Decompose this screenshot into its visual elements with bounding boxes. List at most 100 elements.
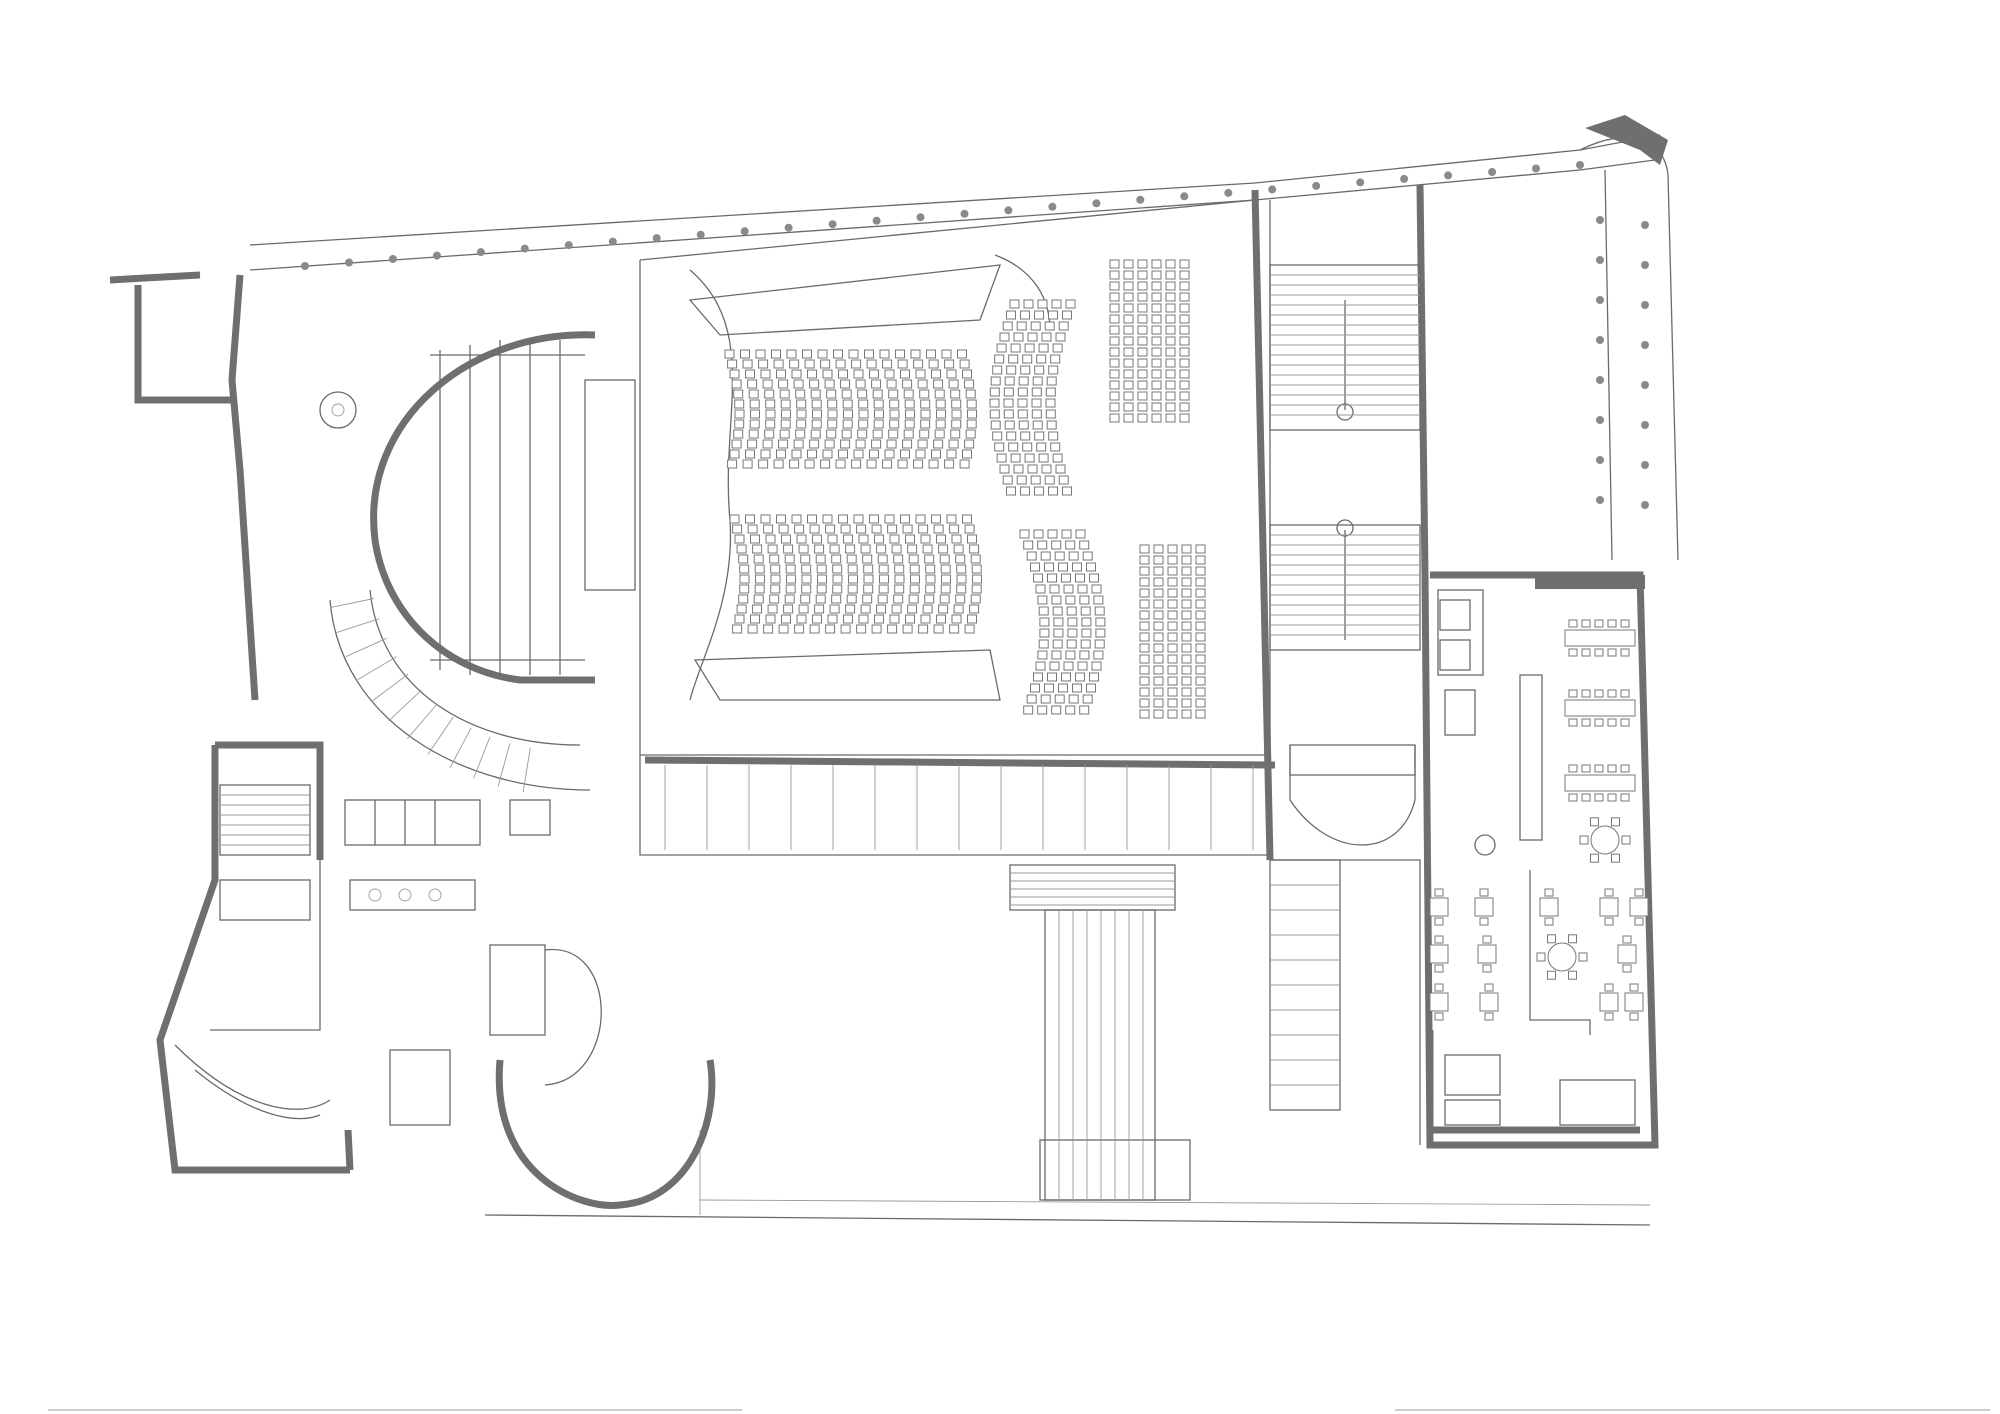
seat — [1151, 402, 1162, 412]
seat — [758, 459, 769, 469]
seat — [1017, 409, 1028, 419]
seat — [878, 564, 889, 574]
seat — [724, 349, 735, 359]
seat — [807, 449, 817, 459]
seat — [872, 389, 883, 399]
chair — [1484, 983, 1494, 992]
chair — [1568, 793, 1578, 802]
stair-tread — [473, 736, 491, 779]
chair — [1482, 935, 1492, 944]
seat — [1167, 544, 1178, 554]
seat — [1010, 453, 1021, 463]
seat — [1030, 475, 1041, 485]
seat — [966, 419, 977, 429]
seat — [1165, 369, 1176, 379]
seat — [959, 359, 970, 369]
stage — [370, 331, 636, 684]
seat — [1109, 369, 1120, 379]
seat — [990, 376, 1001, 386]
seat — [769, 554, 780, 564]
seat — [1082, 551, 1093, 561]
seat — [992, 431, 1003, 441]
seat — [1153, 687, 1164, 697]
seat — [908, 594, 919, 604]
seat — [1153, 588, 1164, 598]
seat — [776, 449, 786, 459]
seat — [764, 389, 775, 399]
seat — [822, 449, 833, 459]
seat — [917, 439, 928, 449]
seat — [1003, 387, 1014, 397]
seat — [807, 369, 817, 379]
seat — [1181, 610, 1192, 620]
chair — [1536, 952, 1546, 962]
chair — [1581, 648, 1591, 657]
seat — [1181, 676, 1192, 686]
seat — [832, 584, 843, 594]
seat — [894, 574, 905, 584]
seat — [886, 439, 897, 449]
seat — [965, 389, 976, 399]
seat — [1151, 325, 1162, 335]
seat — [846, 554, 857, 564]
seat — [747, 624, 758, 634]
chair — [1434, 935, 1444, 944]
seat — [1123, 413, 1134, 423]
seat — [1032, 420, 1043, 430]
seat — [1153, 544, 1164, 554]
seat — [1195, 555, 1206, 565]
seat — [1139, 566, 1150, 576]
seat — [1030, 683, 1040, 693]
cafe-table — [1539, 897, 1559, 917]
seat — [1044, 475, 1055, 485]
seat — [1024, 343, 1035, 353]
seat — [1094, 606, 1105, 616]
seat — [1167, 610, 1178, 620]
chair — [1620, 619, 1630, 628]
seat — [739, 584, 750, 594]
seat — [800, 594, 811, 604]
seat — [1006, 365, 1017, 375]
seat — [1048, 365, 1059, 375]
seat — [903, 429, 914, 439]
seat — [944, 359, 955, 369]
seat — [1009, 299, 1020, 309]
seat — [1137, 347, 1148, 357]
seat — [902, 379, 913, 389]
seat — [1123, 369, 1134, 379]
seat — [1137, 303, 1148, 313]
column — [1596, 336, 1604, 344]
seat — [1167, 643, 1178, 653]
seat — [848, 349, 859, 359]
seat — [1058, 562, 1068, 572]
chair — [1479, 917, 1489, 926]
seat — [1023, 540, 1034, 550]
seat — [915, 514, 926, 524]
seat — [734, 399, 745, 409]
seat — [933, 524, 944, 534]
seat — [994, 354, 1005, 364]
seat — [1195, 599, 1206, 609]
seat — [783, 544, 794, 554]
seat — [956, 574, 967, 584]
seat — [858, 419, 869, 429]
seat — [900, 369, 910, 379]
seat — [1026, 694, 1037, 704]
seat — [760, 369, 771, 379]
seat — [1139, 544, 1150, 554]
seat — [1095, 617, 1106, 627]
seat — [933, 624, 944, 634]
seat — [940, 584, 951, 594]
seat — [829, 604, 840, 614]
seat — [1013, 332, 1024, 342]
seat — [887, 624, 898, 634]
seat — [1037, 299, 1048, 309]
seat — [959, 459, 970, 469]
seat — [791, 449, 802, 459]
seat — [1123, 292, 1134, 302]
seat — [843, 409, 853, 419]
seat — [1123, 259, 1134, 269]
seat — [924, 554, 935, 564]
seat — [1036, 354, 1047, 364]
seat — [785, 584, 796, 594]
